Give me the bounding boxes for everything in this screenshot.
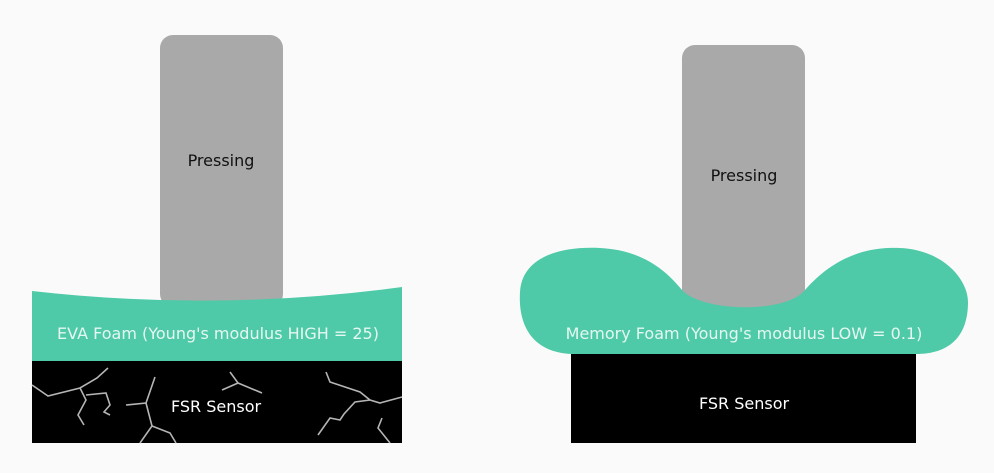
right-memory-foam bbox=[519, 247, 968, 354]
right-sensor-label: FSR Sensor bbox=[699, 394, 790, 413]
right-foam-label: Memory Foam (Young's modulus LOW = 0.1) bbox=[566, 324, 923, 343]
left-eva-foam bbox=[32, 287, 402, 361]
left-presser bbox=[160, 35, 283, 307]
left-fsr-sensor bbox=[32, 360, 402, 443]
right-panel-memory-foam: Pressing Memory Foam (Young's modulus LO… bbox=[519, 45, 968, 443]
right-presser bbox=[682, 45, 805, 325]
left-sensor-label: FSR Sensor bbox=[171, 397, 262, 416]
sensor-cracks bbox=[31, 367, 403, 444]
right-presser-label: Pressing bbox=[711, 166, 778, 185]
left-foam-label: EVA Foam (Young's modulus HIGH = 25) bbox=[57, 324, 379, 343]
left-panel-eva-foam: Pressing EVA Foam (Young's modulus HIGH … bbox=[31, 35, 403, 444]
left-presser-label: Pressing bbox=[188, 151, 255, 170]
right-fsr-sensor bbox=[571, 353, 916, 443]
